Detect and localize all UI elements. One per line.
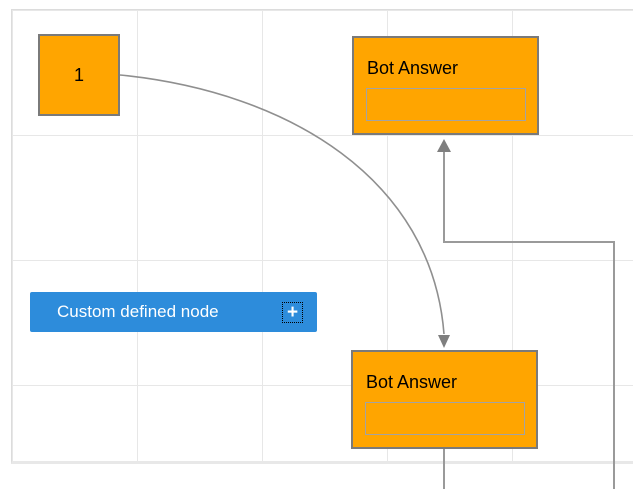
- custom-defined-node[interactable]: Custom defined node +: [30, 292, 317, 332]
- start-node[interactable]: 1: [38, 34, 120, 116]
- plus-icon: +: [286, 301, 299, 323]
- add-plus-button[interactable]: +: [282, 301, 303, 323]
- bot-answer-title: Bot Answer: [366, 372, 458, 392]
- answer-input-box[interactable]: [365, 402, 525, 435]
- start-node-label: 1: [73, 64, 84, 85]
- answer-input-box[interactable]: [366, 88, 526, 121]
- custom-node-label: Custom defined node: [57, 302, 219, 321]
- bot-answer-title: Bot Answer: [367, 58, 459, 78]
- bot-answer-node-top[interactable]: Bot Answer: [352, 36, 539, 135]
- bot-answer-node-bottom[interactable]: Bot Answer: [351, 350, 538, 449]
